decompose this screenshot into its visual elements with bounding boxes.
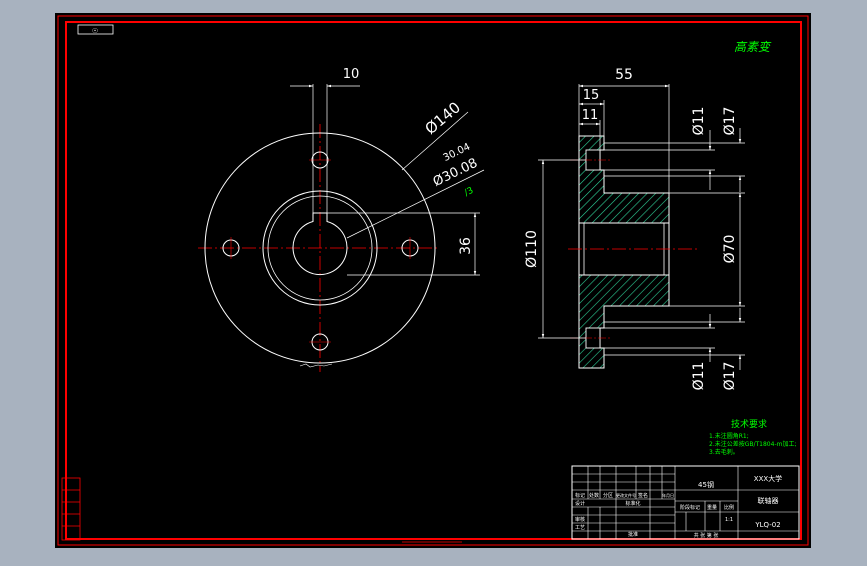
corner-roughness-label: 高素变	[734, 40, 772, 54]
tb-process: 工艺	[575, 525, 585, 531]
side-view[interactable]: 55 15 11 Ø11 Ø17 Ø70	[524, 67, 745, 390]
dim-outer-leader	[401, 111, 469, 171]
flange-outer-circle	[204, 132, 436, 364]
tb-hdr-5: 年月日	[662, 492, 674, 498]
technical-notes: 技术要求 1.未注圆角R1; 2.未注公差按GB/T1804-m加工; 3.去毛…	[709, 418, 796, 456]
dim-bottom-holes	[604, 308, 745, 370]
tb-hdr-0: 标记	[575, 492, 585, 499]
dim-length-text: 55	[615, 67, 633, 83]
dim-counterbore-depth-text: 11	[582, 108, 599, 123]
tb-part-name: 联轴器	[758, 496, 779, 505]
tb-approve: 批准	[628, 531, 638, 538]
tb-sheets: 共 张 第 张	[694, 532, 719, 539]
tb-hdr-2: 分区	[603, 492, 613, 499]
notes-line-3: 3.去毛刺。	[709, 448, 739, 456]
dim-slot-width-text: 10	[343, 67, 360, 82]
drawing-code-text: ☉	[92, 27, 98, 35]
dim-flange-thk-text: 15	[583, 88, 600, 103]
dim-hub-dia	[669, 192, 745, 307]
tb-hdr-4: 签名	[638, 492, 648, 499]
hub-circle-inner	[267, 195, 373, 301]
notes-line-2: 2.未注公差按GB/T1804-m加工;	[709, 440, 796, 448]
dim-hole-bot-11-text: Ø11	[691, 362, 707, 391]
dim-flange-dia	[538, 159, 586, 339]
dim-key-depth	[327, 212, 480, 276]
dim-hole-top-17-text: Ø17	[722, 107, 738, 136]
bore-keyway	[292, 212, 348, 276]
break-mark	[299, 363, 333, 368]
tb-hdr-1: 处数	[589, 492, 599, 499]
title-block[interactable]: 45钢 XXX大学 联轴器 YLQ-02 1:1 标记 处数 分区 更改文件号 …	[571, 465, 800, 540]
bottom-edge-marks	[402, 538, 462, 543]
tb-review: 审核	[575, 516, 585, 523]
dim-hole-top-11-text: Ø11	[691, 107, 707, 136]
dim-slot-width	[290, 84, 360, 213]
tb-stage: 阶段标记	[680, 504, 700, 511]
tb-drawing-no: YLQ-02	[754, 521, 780, 529]
dim-flange-dia-text: Ø110	[524, 230, 540, 268]
dim-key-depth-text: 36	[458, 237, 474, 255]
notes-title: 技术要求	[731, 418, 767, 430]
tb-scale: 1:1	[725, 517, 733, 523]
hub-circle-outer	[262, 190, 378, 306]
dim-bore-tol-text: /3	[463, 186, 475, 199]
dim-hub-dia-text: Ø70	[722, 235, 738, 264]
drawing-code-box	[77, 24, 114, 35]
tb-school: XXX大学	[754, 474, 782, 483]
left-edge-marks	[61, 477, 81, 541]
tb-design: 设计	[575, 500, 585, 507]
tb-ratio: 比例	[724, 504, 734, 511]
dim-length-group	[578, 84, 670, 193]
tb-weight: 重量	[707, 504, 717, 511]
tb-material: 45钢	[698, 480, 714, 489]
dim-hole-bot-17-text: Ø17	[722, 362, 738, 391]
tb-hdr-3: 更改文件号	[616, 492, 636, 498]
outer-border	[57, 15, 809, 546]
tb-std: 标准化	[625, 500, 640, 507]
notes-line-1: 1.未注圆角R1;	[709, 432, 749, 440]
dim-bore-leader	[346, 169, 485, 239]
dim-top-holes	[604, 128, 745, 192]
drawing-sheet	[55, 13, 811, 548]
